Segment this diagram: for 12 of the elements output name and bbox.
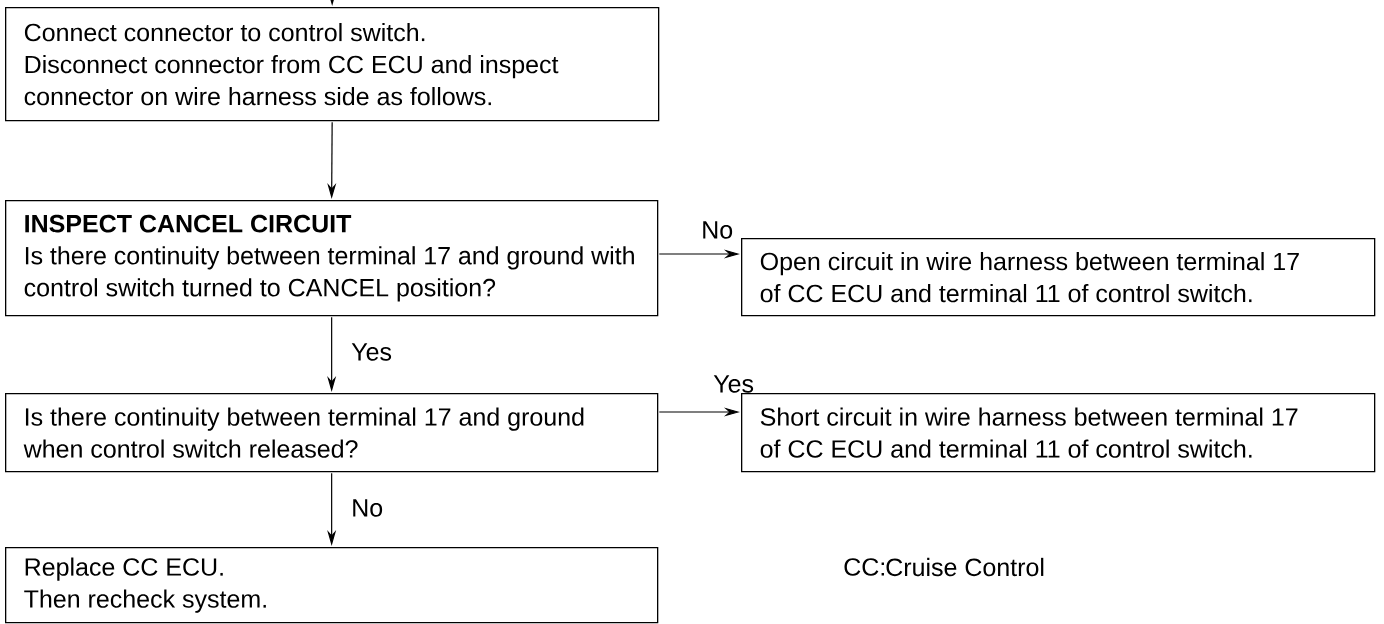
- process-box: Short circuit in wire harness between terminal 17 of CC ECU and terminal 11 of control switch.: [741, 393, 1376, 473]
- process-box: Open circuit in wire harness between terminal 17 of CC ECU and terminal 11 of control switch.: [741, 238, 1376, 317]
- process-box: Is there continuity between terminal 17 and ground when control switch released?: [5, 393, 659, 473]
- note-text: Cruise Control: [886, 557, 1044, 577]
- process-box: INSPECT CANCEL CIRCUIT Is there continuity between terminal 17 and ground with control switch turned to CANCEL position?: [5, 200, 659, 317]
- edge-label: Yes: [351, 343, 392, 361]
- edge-label: No: [353, 499, 383, 517]
- edge-label: Yes: [713, 375, 754, 393]
- note-text: CC:: [844, 558, 884, 576]
- process-box: Connect connector to control switch. Disconnect connector from CC ECU and inspect connector on wire harness side as follows.: [5, 7, 660, 122]
- edge-label: No: [703, 221, 733, 239]
- process-box: Replace CC ECU. Then recheck system.: [5, 547, 659, 624]
